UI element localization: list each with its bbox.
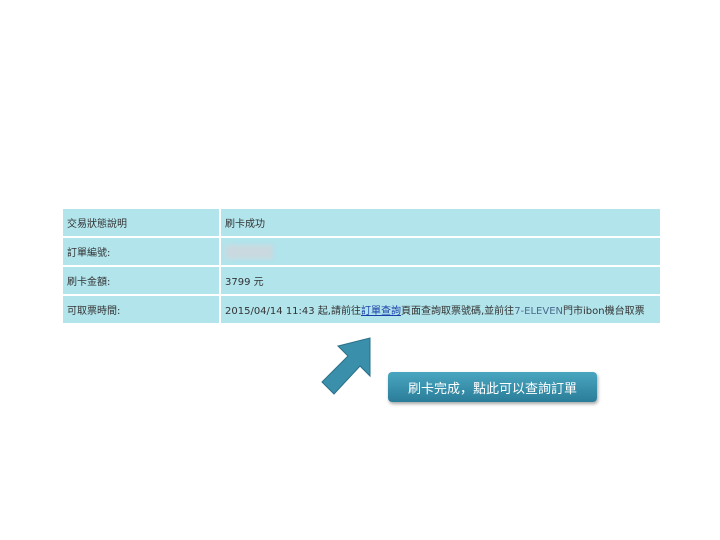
- store-name: 7-ELEVEN: [514, 306, 564, 317]
- pickup-instruction-suffix: 門市ibon機台取票: [563, 306, 645, 317]
- row-label: 交易狀態說明: [61, 207, 221, 238]
- transaction-result-table: 交易狀態說明 刷卡成功 訂單編號: 刷卡金額: 3799 元 可取票時間: 20…: [61, 207, 662, 325]
- redacted-order-number: [225, 244, 273, 259]
- order-query-link[interactable]: 訂單查詢: [361, 306, 401, 317]
- row-label: 刷卡金額:: [61, 265, 221, 296]
- table-row: 交易狀態說明 刷卡成功: [61, 207, 662, 238]
- pickup-time-text: 2015/04/14 11:43 起,請前往: [225, 306, 361, 317]
- table-row: 訂單編號:: [61, 236, 662, 267]
- table-row: 可取票時間: 2015/04/14 11:43 起,請前往訂單查詢頁面查詢取票號…: [61, 294, 662, 325]
- transaction-status: 刷卡成功: [219, 207, 662, 238]
- row-label: 可取票時間:: [61, 294, 221, 325]
- pickup-time: 2015/04/14 11:43 起,請前往訂單查詢頁面查詢取票號碼,並前往7-…: [219, 294, 662, 325]
- table-row: 刷卡金額: 3799 元: [61, 265, 662, 296]
- pickup-instruction-text: 頁面查詢取票號碼,並前往: [401, 306, 515, 317]
- card-amount: 3799 元: [219, 265, 662, 296]
- pointer-arrow-icon: [321, 337, 371, 395]
- order-number: [219, 236, 662, 267]
- row-label: 訂單編號:: [61, 236, 221, 267]
- order-query-callout-button[interactable]: 刷卡完成，點此可以查詢訂單: [388, 372, 597, 402]
